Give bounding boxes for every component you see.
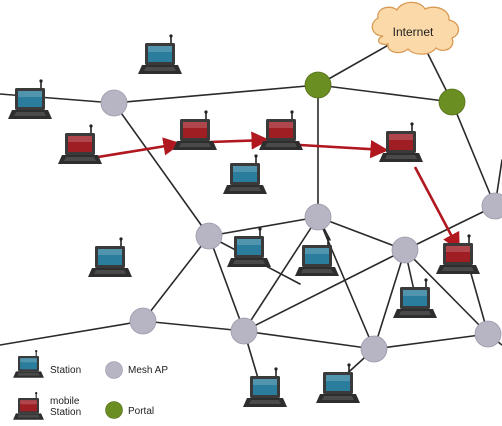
network-link [404, 249, 489, 335]
mobile-laptop-icon [13, 391, 44, 420]
mobile-laptop-icon [436, 234, 480, 274]
portal-node [438, 88, 466, 116]
internet-label: Internet [393, 25, 434, 39]
legend-station-icon [13, 349, 44, 378]
network-link [208, 216, 319, 237]
network-link [243, 216, 319, 332]
network-link [243, 330, 375, 350]
laptop-icon [138, 34, 182, 74]
legend-portal-icon [105, 401, 123, 419]
network-link [317, 84, 453, 103]
network-link [317, 216, 375, 350]
laptop-icon [227, 227, 271, 267]
laptop-icon [13, 349, 44, 378]
network-link [113, 84, 319, 104]
network-link [373, 333, 489, 350]
legend-portal-label: Portal [128, 406, 154, 417]
legend-mobile-station-icon [13, 391, 44, 420]
legend-station-label: Station [50, 365, 81, 376]
network-link [208, 235, 245, 332]
mesh-ap-node [481, 192, 502, 220]
network-link [373, 249, 406, 350]
network-link [317, 216, 406, 251]
laptop-icon [223, 154, 267, 194]
mesh-ap-node [129, 307, 157, 335]
legend-mesh-ap-icon [105, 361, 123, 379]
mobile-path-arrow [97, 137, 182, 159]
laptop-icon [316, 363, 360, 403]
network-link [317, 42, 393, 86]
network-link [0, 320, 144, 346]
mesh-ap-node [230, 317, 258, 345]
mesh-ap-node [304, 203, 332, 231]
network-link [404, 205, 496, 251]
laptop-icon [8, 79, 52, 119]
mesh-ap-node [100, 89, 128, 117]
mobile-path-arrow [299, 140, 389, 159]
laptop-icon [393, 278, 437, 318]
mobile-laptop-icon [379, 122, 423, 162]
network-link [113, 102, 210, 237]
mobile-path-arrow [413, 166, 460, 252]
network-link [243, 249, 406, 332]
mobile-laptop-icon [259, 110, 303, 150]
network-link [142, 320, 245, 332]
mesh-ap-node [474, 320, 502, 348]
network-nodes [100, 71, 502, 363]
laptop-icon [295, 236, 339, 276]
legend-mesh-ap-label: Mesh AP [128, 365, 168, 376]
cloud-icon [371, 1, 460, 55]
mobile-laptop-icon [173, 110, 217, 150]
laptop-icon [88, 237, 132, 277]
mobile-path-arrow [209, 131, 270, 150]
portal-node [304, 71, 332, 99]
mobile-station-path [97, 131, 460, 252]
mobile-laptop-icon [58, 124, 102, 164]
mesh-ap-node [195, 222, 223, 250]
internet-cloud: Internet [371, 1, 460, 55]
mesh-ap-node [391, 236, 419, 264]
stations [8, 34, 480, 407]
mesh-ap-node [360, 335, 388, 363]
network-link [451, 101, 496, 207]
laptop-icon [243, 367, 287, 407]
network-link [142, 235, 210, 322]
network-links [0, 42, 502, 386]
